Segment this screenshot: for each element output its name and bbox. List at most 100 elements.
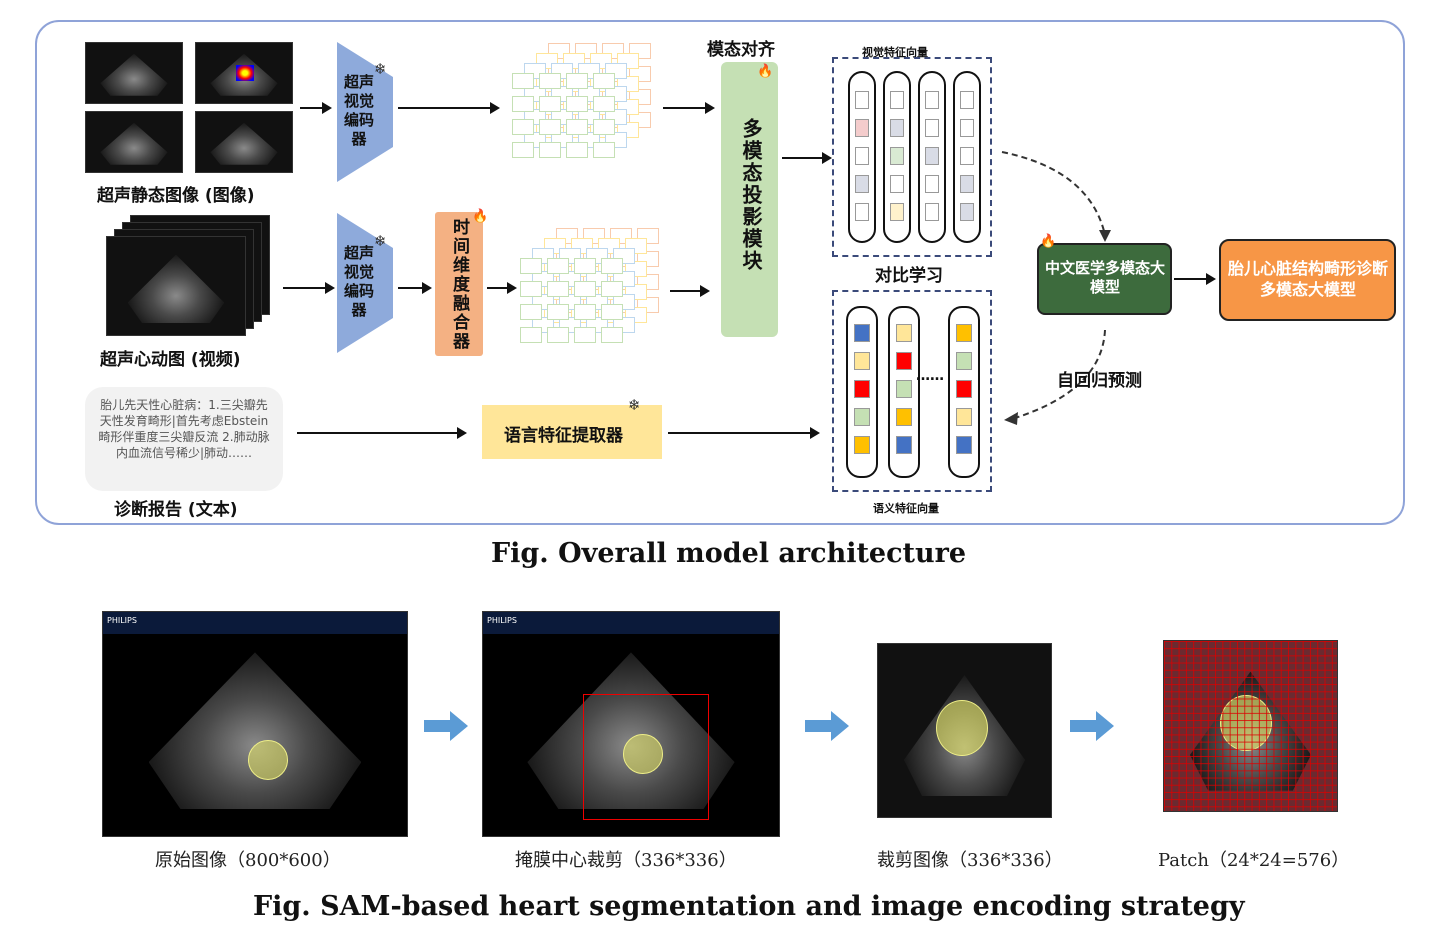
heart-mask [623, 734, 663, 774]
snowflake-icon: ❄ [628, 396, 641, 414]
vector-cell [896, 408, 912, 426]
report-box: 胎儿先天性心脏病：1.三尖瓣先天性发育畸形|首先考虑Ebstein 畸形伴重度三… [85, 387, 283, 491]
vector-cell [956, 380, 972, 398]
vector-cell [925, 119, 939, 137]
arrow-extractor-to-semantic [668, 427, 820, 439]
visual-vector [953, 71, 981, 243]
snowflake-icon: ❄ [374, 232, 387, 250]
vector-cell [925, 203, 939, 221]
step-label-4: Patch（24*24=576） [1158, 850, 1350, 871]
brand-label: PHILIPS [487, 616, 517, 625]
cn-medical-llm [1037, 243, 1172, 315]
vector-cell [896, 324, 912, 342]
token-tile [566, 73, 588, 89]
ultrasound-static-3 [85, 111, 183, 173]
token-grid-1 [512, 43, 662, 173]
arrow-llm-to-final [1174, 273, 1216, 285]
flame-icon: 🔥 [1040, 234, 1057, 249]
semantic-vector [948, 306, 980, 478]
vector-cell [896, 380, 912, 398]
semantic-vector-box [832, 290, 992, 492]
token-tile [601, 258, 623, 274]
snowflake-icon: ❄ [374, 60, 387, 78]
semantic-vec-label: 语义特征向量 [873, 502, 939, 515]
contrastive-label: 对比学习 [875, 266, 943, 286]
flame-icon: 🔥 [472, 209, 489, 224]
token-tile [539, 119, 561, 135]
vector-cell [854, 408, 870, 426]
heart-mask [248, 740, 288, 780]
ultrasound-static-1 [85, 42, 183, 104]
token-tile [512, 73, 534, 89]
token-tile [520, 258, 542, 274]
arrow-report-to-extractor [297, 427, 467, 439]
semantic-vector [888, 306, 920, 478]
vector-cell [896, 352, 912, 370]
semantic-vector [846, 306, 878, 478]
arrow-step1 [424, 711, 468, 741]
arrow-encoder1-to-tokens [398, 102, 500, 114]
figure-2-caption: Fig. SAM-based heart segmentation and im… [253, 891, 1245, 922]
vector-cell [854, 380, 870, 398]
token-tile [574, 304, 596, 320]
token-tile [566, 119, 588, 135]
token-tile [601, 281, 623, 297]
vector-cell [960, 119, 974, 137]
token-tile [512, 142, 534, 158]
token-tile [574, 258, 596, 274]
architecture-frame [35, 20, 1405, 525]
token-tile [593, 142, 615, 158]
visual-vec-label: 视觉特征向量 [862, 46, 928, 59]
vector-cell [925, 147, 939, 165]
final-model-label: 胎儿心脏结构畸形诊断多模态大模型 [1227, 259, 1388, 299]
arrow-encoder2-to-fuser [398, 282, 432, 294]
temporal-fuser [435, 212, 483, 356]
vector-cell [956, 352, 972, 370]
temporal-fuser-label: 时间维度融合器 [449, 218, 469, 351]
vector-cell [925, 175, 939, 193]
masked-crop-image: PHILIPS [482, 611, 780, 837]
ellipsis: …… [916, 368, 944, 384]
doppler-color [236, 65, 254, 81]
vector-cell [960, 203, 974, 221]
crop-box [583, 694, 709, 820]
figure-1-caption: Fig. Overall model architecture [491, 538, 967, 569]
patch-image [1163, 640, 1338, 812]
vector-cell [854, 436, 870, 454]
arrow-video-to-encoder [283, 282, 335, 294]
vector-cell [896, 436, 912, 454]
arrow-step2 [805, 711, 849, 741]
vector-cell [960, 175, 974, 193]
step-label-2: 掩膜中心裁剪（336*336） [515, 850, 737, 871]
token-tile [601, 304, 623, 320]
token-tile [520, 327, 542, 343]
arrow-static-to-encoder [300, 102, 332, 114]
ultrasound-static-4 [195, 111, 293, 173]
vector-cell [960, 147, 974, 165]
token-tile [566, 142, 588, 158]
vector-cell [854, 324, 870, 342]
vector-cell [960, 91, 974, 109]
vector-cell [855, 175, 869, 193]
vector-cell [890, 147, 904, 165]
vector-cell [855, 147, 869, 165]
vector-cell [925, 91, 939, 109]
arrow-step3 [1070, 711, 1114, 741]
visual-vector [883, 71, 911, 243]
token-tile [566, 96, 588, 112]
token-tile [593, 73, 615, 89]
vector-cell [854, 352, 870, 370]
static-image-label: 超声静态图像 (图像) [97, 186, 255, 206]
dashed-connectors [1001, 151, 1111, 425]
autoregressive-label: 自回归预测 [1057, 371, 1142, 391]
step-label-1: 原始图像（800*600） [155, 850, 341, 871]
report-label: 诊断报告 (文本) [114, 500, 238, 520]
vector-cell [890, 91, 904, 109]
projection-module-label: 多模态投影模块 [739, 118, 763, 272]
token-tile [601, 327, 623, 343]
vector-cell [956, 436, 972, 454]
token-tile [574, 281, 596, 297]
cn-medical-llm-label: 中文医学多模态大模型 [1045, 259, 1166, 296]
token-tile [520, 281, 542, 297]
token-tile [574, 327, 596, 343]
